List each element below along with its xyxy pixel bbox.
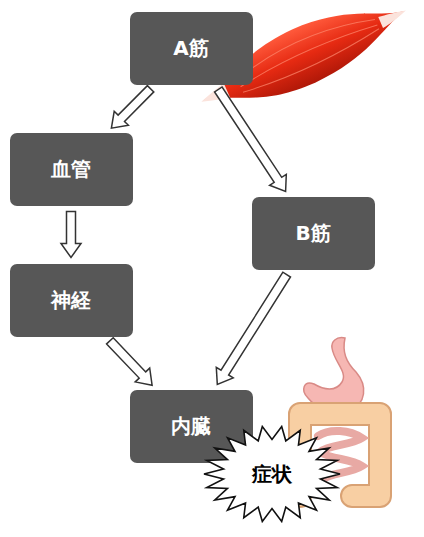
symptom-starburst: 症状	[204, 426, 340, 522]
node-label: A筋	[173, 35, 208, 62]
hollow-arrow	[111, 86, 153, 129]
node-label: 症状	[252, 461, 292, 488]
process-box: 血管	[10, 133, 133, 206]
node-label: 神経	[51, 287, 91, 314]
hollow-arrow	[216, 272, 290, 384]
node-label: 内臓	[171, 413, 211, 440]
process-box: B筋	[252, 197, 375, 270]
hollow-arrow	[107, 338, 153, 386]
hollow-arrow	[61, 212, 81, 258]
node-label: B筋	[295, 220, 330, 247]
hollow-arrow	[215, 87, 287, 192]
node-label: 血管	[51, 156, 91, 183]
process-box: 神経	[10, 264, 133, 337]
starburst-shape	[204, 426, 340, 521]
process-box: A筋	[130, 12, 253, 85]
